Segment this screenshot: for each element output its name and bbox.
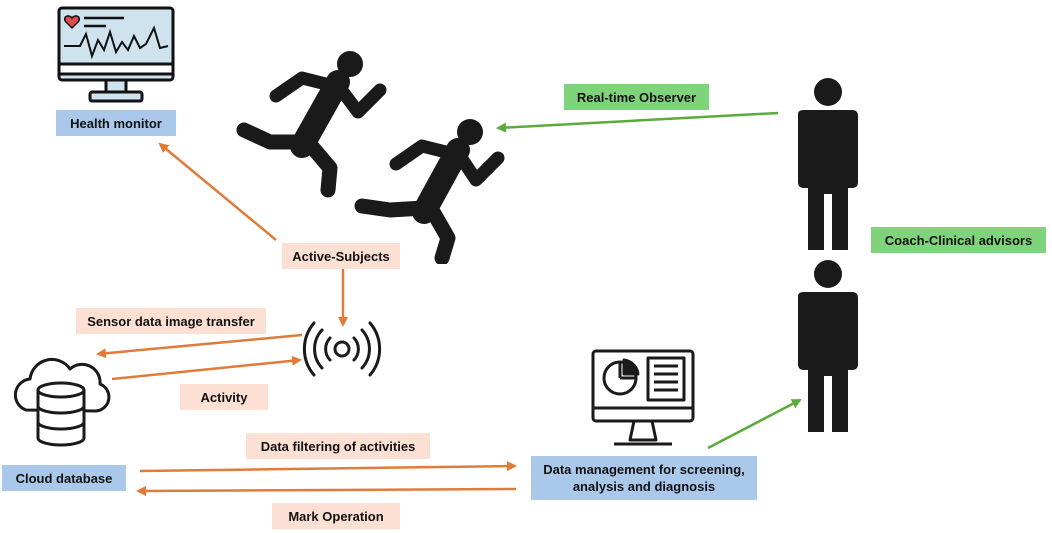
dashboard-monitor-icon — [591, 349, 695, 446]
arrow-data-filtering — [139, 461, 517, 473]
arrow-activity — [111, 355, 302, 381]
monitor-icon — [57, 6, 175, 103]
arrow-to-coach — [707, 398, 802, 450]
runner-icon — [354, 119, 505, 264]
activity-label: Activity — [180, 384, 268, 410]
arrow-real-time-observer — [496, 111, 779, 133]
active-subjects-label: Active-Subjects — [282, 243, 400, 269]
real-time-observer-label: Real-time Observer — [564, 84, 709, 110]
cloud-database-label: Cloud database — [2, 465, 126, 491]
arrow-to-health-monitor — [158, 142, 277, 241]
runner-icon — [236, 51, 387, 198]
coach-clinical-label: Coach-Clinical advisors — [871, 227, 1046, 253]
health-monitor-label: Health monitor — [56, 110, 176, 136]
signal-icon — [302, 321, 382, 377]
person-icon — [798, 78, 858, 250]
data-management-label: Data management for screening, analysis … — [531, 456, 757, 500]
data-filtering-label: Data filtering of activities — [246, 433, 430, 459]
person-icon — [798, 260, 858, 432]
arrow-sensor-data — [96, 333, 303, 359]
mark-operation-label: Mark Operation — [272, 503, 400, 529]
cloud-database-icon — [13, 358, 111, 447]
sensor-data-label: Sensor data image transfer — [76, 308, 266, 334]
arrow-mark-operation — [136, 485, 517, 496]
